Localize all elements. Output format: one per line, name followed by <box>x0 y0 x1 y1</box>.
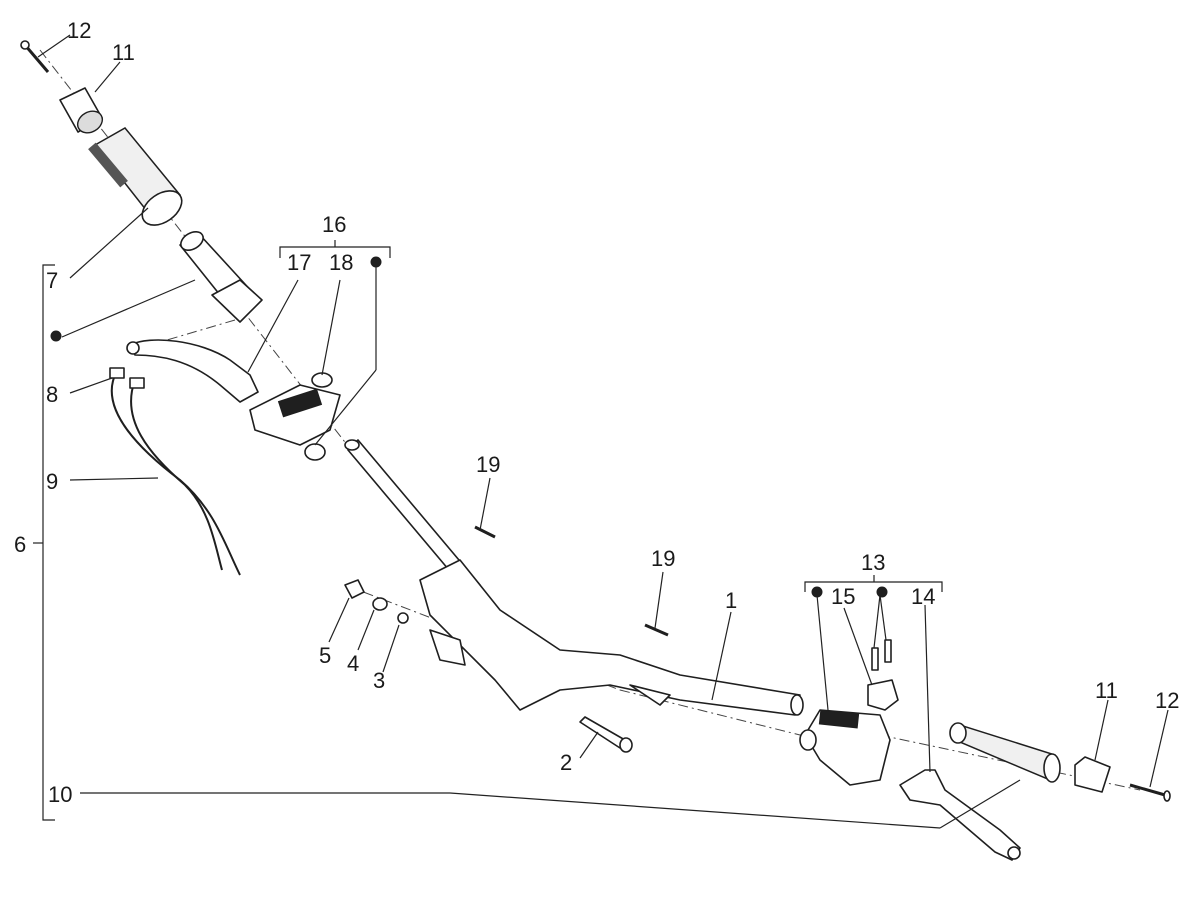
label-12-right: 12 <box>1155 688 1179 713</box>
right-grip <box>949 722 1061 783</box>
screw <box>579 716 633 753</box>
label-1: 1 <box>725 588 737 613</box>
bracket-group-6 <box>33 264 55 821</box>
label-8: 8 <box>46 382 58 407</box>
part-number-labels: 12 11 16 17 18 7 8 9 6 19 19 13 15 14 1 … <box>14 18 1179 807</box>
adhesive-strips <box>474 525 669 637</box>
nut-and-washers <box>344 579 409 624</box>
handlebar-tube <box>344 439 804 716</box>
throttle-cables <box>109 367 241 576</box>
label-16: 16 <box>322 212 346 237</box>
brake-pump-right <box>799 709 891 786</box>
label-4: 4 <box>347 651 359 676</box>
bracket-group-16 <box>279 240 391 258</box>
label-7: 7 <box>46 268 58 293</box>
label-15: 15 <box>831 584 855 609</box>
bullet-markers <box>50 256 888 598</box>
label-11-top: 11 <box>112 40 135 65</box>
grip-end-weight-left <box>59 87 104 134</box>
brake-pump-left <box>249 372 341 461</box>
label-9: 9 <box>46 469 58 494</box>
label-6: 6 <box>14 532 26 557</box>
leader-lines <box>37 34 1169 829</box>
label-19-left: 19 <box>476 452 500 477</box>
label-19-right: 19 <box>651 546 675 571</box>
label-3: 3 <box>373 668 385 693</box>
bracket-group-13 <box>804 575 943 592</box>
rear-brake-lever <box>126 339 259 403</box>
throttle-grip <box>88 127 183 226</box>
label-17: 17 <box>287 250 311 275</box>
pump-clamp <box>867 639 899 711</box>
label-2: 2 <box>560 750 572 775</box>
label-10: 10 <box>48 782 72 807</box>
label-5: 5 <box>319 643 331 668</box>
label-14: 14 <box>911 584 935 609</box>
throttle-sleeve <box>179 231 263 323</box>
label-12-top: 12 <box>67 18 91 43</box>
end-weight-screw-left <box>20 40 50 73</box>
label-11-right: 11 <box>1095 678 1118 703</box>
grip-end-weight-right <box>1074 756 1171 802</box>
label-13: 13 <box>861 550 885 575</box>
label-18: 18 <box>329 250 353 275</box>
front-brake-lever <box>899 769 1021 861</box>
